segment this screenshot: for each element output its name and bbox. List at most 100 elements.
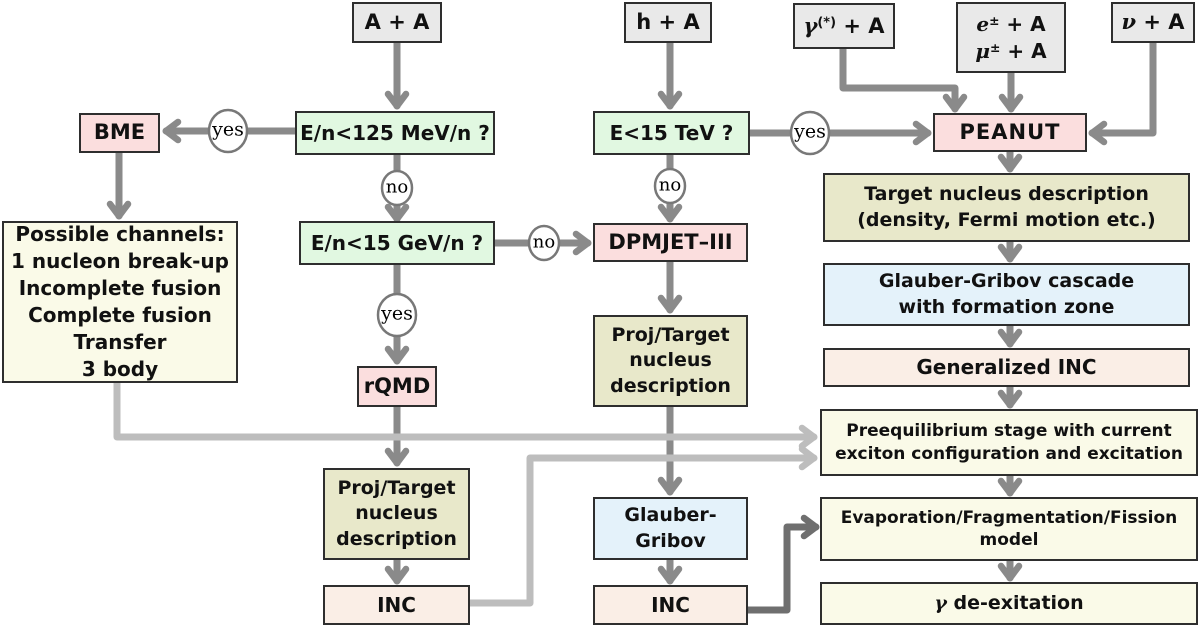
node-glauber-gribov-mid-line: Gribov (635, 529, 706, 552)
node-inc-left: INC (323, 585, 470, 625)
branch-circle-no-15tev (653, 167, 687, 205)
branch-circle-yes-rqmd (376, 292, 418, 338)
node-target-nucleus-desc-line: Target nucleus description (864, 183, 1149, 206)
arrowhead-icon-3 (384, 203, 410, 223)
branch-label-yes-rqmd: yes (381, 302, 413, 325)
node-rqmd: rQMD (357, 366, 437, 407)
arrowhead-icon-20 (997, 389, 1023, 409)
node-generalized-inc: Generalized INC (823, 348, 1190, 387)
node-gamma-a-line: γ(*) + A (803, 12, 885, 38)
arrowhead-icon-16 (1088, 120, 1108, 146)
node-bme-line: BME (93, 120, 146, 145)
node-gamma-deexcitation-line: γ de-exitation (934, 591, 1084, 614)
arrowhead-icon-24 (798, 424, 818, 450)
arrowhead-icon-17 (997, 153, 1023, 173)
arrowhead-icon-9 (657, 203, 683, 223)
node-q-15gev: E/n<15 GeV/n ? (299, 221, 495, 265)
node-proj-target-mid-line: description (610, 374, 731, 397)
branch-label-no-125: no (385, 176, 409, 198)
arrowhead-icon-14 (942, 93, 968, 113)
node-glauber-gribov-mid: Glauber-Gribov (593, 497, 748, 560)
branch-circle-yes-peanut (789, 110, 831, 156)
arrowhead-icon-2 (106, 200, 132, 220)
arrowhead-icon-6 (384, 447, 410, 467)
node-inc-left-line: INC (377, 592, 416, 617)
arrowhead-icon-4 (384, 345, 410, 365)
node-peanut: PEANUT (933, 113, 1087, 152)
node-a-a: A + A (352, 2, 442, 43)
node-gamma-deexcitation: γ de-exitation (820, 582, 1198, 625)
node-proj-target-left-line: nucleus (355, 502, 438, 525)
node-q-125mev-line: E/n<125 MeV/n ? (300, 120, 490, 145)
node-preequilibrium-line: exciton configuration and excitation (835, 443, 1183, 464)
node-h-a: h + A (624, 2, 712, 43)
arrowhead-icon-8 (657, 90, 683, 110)
node-glauber-gribov-mid-line: Glauber- (624, 504, 717, 527)
node-generalized-inc-line: Generalized INC (916, 355, 1097, 380)
node-possible-channels-line: 1 nucleon break-up (11, 249, 229, 273)
node-possible-channels-line: Incomplete fusion (18, 276, 222, 300)
arrowhead-icon-23 (800, 514, 820, 540)
node-q-15tev: E<15 TeV ? (593, 111, 750, 155)
arrowhead-icon-0 (384, 90, 410, 110)
node-nu-a: ν + A (1111, 2, 1195, 43)
branch-label-yes-peanut: yes (794, 120, 826, 143)
arrowhead-icon-18 (997, 243, 1023, 263)
arrowhead-icon-25 (798, 445, 818, 471)
node-gg-cascade-line: with formation zone (898, 295, 1115, 318)
node-dpmjet: DPMJET–III (593, 223, 748, 262)
node-evaporation-line: model (979, 530, 1039, 550)
connector-line-25 (466, 454, 818, 607)
arrowhead-icon-7 (384, 565, 410, 585)
arrowhead-icon-11 (657, 476, 683, 496)
node-possible-channels-line: Complete fusion (28, 303, 212, 327)
node-q-125mev: E/n<125 MeV/n ? (295, 111, 495, 155)
branch-circle-no-15gev (527, 224, 561, 262)
connector-line-16 (1088, 38, 1157, 137)
arrowhead-icon-13 (912, 120, 932, 146)
arrowhead-icon-15 (998, 93, 1024, 113)
node-proj-target-mid-line: Proj/Target (611, 324, 730, 347)
connector-line-14 (839, 45, 959, 113)
arrowhead-icon-1 (162, 118, 182, 144)
node-q-15tev-line: E<15 TeV ? (609, 120, 734, 145)
node-evaporation-line: Evaporation/Fragmentation/Fission (840, 507, 1178, 528)
node-gamma-a: γ(*) + A (793, 3, 895, 49)
arrowhead-icon-21 (997, 477, 1023, 497)
node-inc-mid-line: INC (651, 592, 690, 617)
arrowhead-icon-19 (997, 328, 1023, 348)
branch-label-yes-bme: yes (212, 118, 244, 141)
node-target-nucleus-desc-line: (density, Fermi motion etc.) (857, 208, 1156, 231)
node-preequilibrium-line: Preequilibrium stage with current (846, 421, 1172, 442)
connector-line-24 (113, 379, 818, 441)
node-target-nucleus-desc: Target nucleus description(density, Ferm… (823, 173, 1190, 242)
node-bme: BME (79, 113, 160, 153)
node-proj-target-left-line: description (336, 527, 457, 550)
node-proj-target-left-line: Proj/Target (337, 477, 456, 500)
node-a-a-line: A + A (364, 9, 430, 34)
arrowhead-icon-10 (657, 294, 683, 314)
node-nu-a-line: ν + A (1121, 9, 1185, 35)
node-q-15gev-line: E/n<15 GeV/n ? (310, 230, 484, 255)
branch-circle-no-125 (380, 169, 414, 207)
arrowhead-icon-22 (997, 562, 1023, 582)
node-inc-mid: INC (593, 585, 748, 625)
node-e-mu-a-line: e± + A (976, 11, 1046, 36)
arrowhead-icon-5 (572, 230, 592, 256)
node-possible-channels-line: Transfer (73, 330, 167, 354)
arrowhead-icon-12 (657, 565, 683, 585)
node-e-mu-a-line: μ± + A (975, 38, 1047, 63)
node-possible-channels-line: 3 body (81, 357, 159, 381)
connector-line-23 (744, 523, 820, 614)
node-peanut-line: PEANUT (959, 119, 1061, 144)
branch-label-no-15tev: no (658, 174, 682, 196)
node-possible-channels-line: Possible channels: (15, 222, 225, 246)
